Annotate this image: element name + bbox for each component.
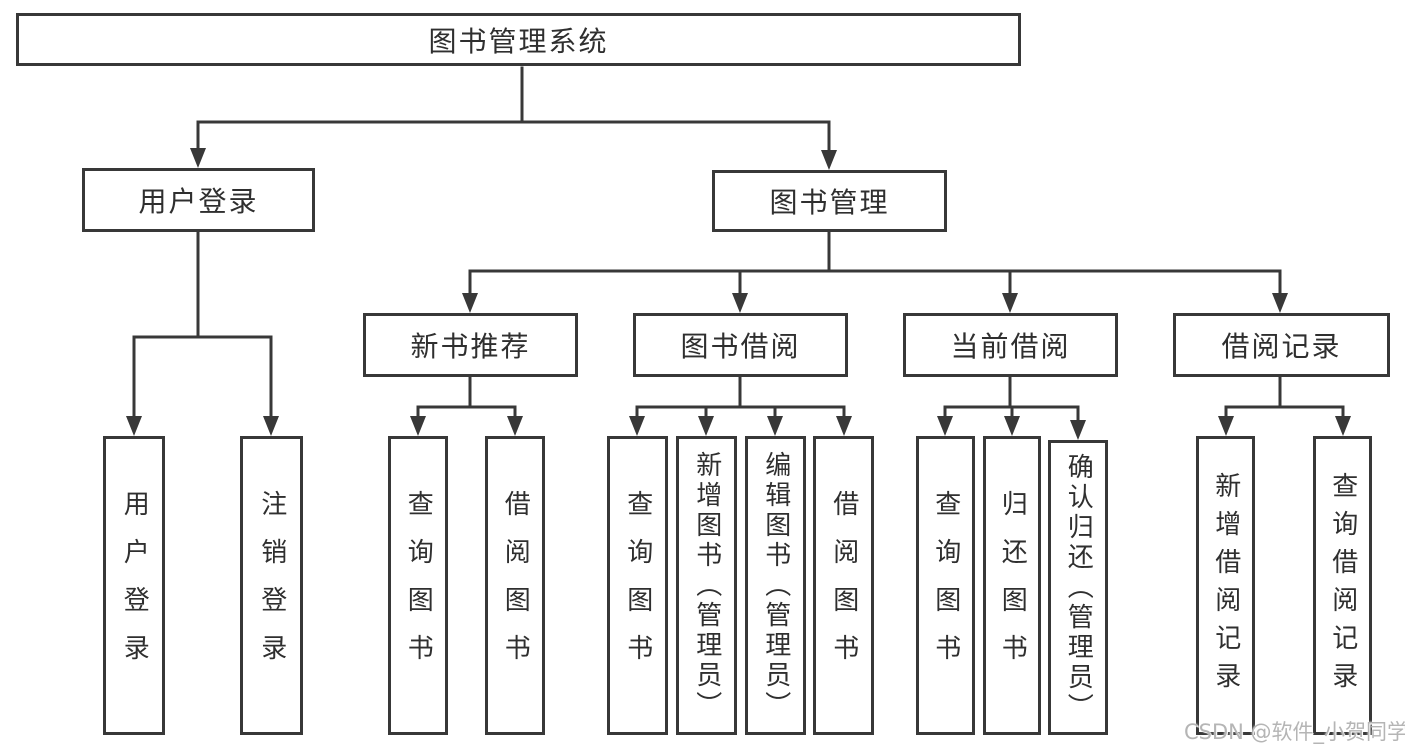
node-book-borrow: 图书借阅	[633, 313, 848, 377]
leaf-borrow-query-books-label: 查询图书	[622, 489, 653, 682]
leaf-user-login: 用户登录	[103, 436, 165, 735]
node-root: 图书管理系统	[16, 13, 1021, 66]
leaf-recommend-borrow-books: 借阅图书	[485, 436, 545, 735]
leaf-borrow-query-books: 查询图书	[607, 436, 668, 735]
node-book-borrow-label: 图书借阅	[680, 330, 801, 363]
leaf-add-borrow-record: 新增借阅记录	[1196, 436, 1255, 735]
leaf-borrow-books: 借阅图书	[813, 436, 874, 735]
leaf-add-borrow-record-label: 新增借阅记录	[1210, 471, 1241, 700]
node-new-book-recommend: 新书推荐	[363, 313, 578, 377]
leaf-current-query-books: 查询图书	[916, 436, 975, 735]
leaf-current-query-books-label: 查询图书	[930, 489, 961, 682]
node-borrow-record-label: 借阅记录	[1221, 330, 1342, 363]
leaf-edit-books-admin: 编辑图书（管理员）	[745, 436, 806, 735]
leaf-return-books-label: 归还图书	[997, 489, 1028, 682]
leaf-return-books: 归还图书	[983, 436, 1041, 735]
leaf-confirm-return-admin-label: 确认归还（管理员）	[1063, 452, 1094, 723]
leaf-borrow-books-label: 借阅图书	[828, 489, 859, 682]
leaf-recommend-query-books-label: 查询图书	[403, 489, 434, 682]
node-user-login-label: 用户登录	[138, 185, 259, 218]
leaf-recommend-borrow-books-label: 借阅图书	[500, 489, 531, 682]
leaf-add-books-admin: 新增图书（管理员）	[676, 436, 737, 735]
leaf-logout: 注销登录	[240, 436, 303, 735]
leaf-recommend-query-books: 查询图书	[388, 436, 448, 735]
node-current-borrow-label: 当前借阅	[950, 330, 1071, 363]
leaf-logout-label: 注销登录	[256, 489, 287, 682]
leaf-query-borrow-record-label: 查询借阅记录	[1327, 471, 1358, 700]
node-borrow-record: 借阅记录	[1173, 313, 1390, 377]
node-new-book-recommend-label: 新书推荐	[410, 330, 531, 363]
node-user-login: 用户登录	[82, 168, 315, 232]
node-root-label: 图书管理系统	[428, 24, 609, 58]
leaf-query-borrow-record: 查询借阅记录	[1313, 436, 1372, 735]
node-book-management-label: 图书管理	[769, 186, 890, 219]
leaf-confirm-return-admin: 确认归还（管理员）	[1048, 440, 1108, 735]
leaf-add-books-admin-label: 新增图书（管理员）	[691, 450, 722, 721]
leaf-edit-books-admin-label: 编辑图书（管理员）	[760, 450, 791, 721]
node-book-management: 图书管理	[712, 170, 947, 232]
node-current-borrow: 当前借阅	[903, 313, 1118, 377]
leaf-user-login-label: 用户登录	[119, 489, 150, 682]
watermark: CSDN @软件_小贺同学	[1184, 720, 1405, 744]
